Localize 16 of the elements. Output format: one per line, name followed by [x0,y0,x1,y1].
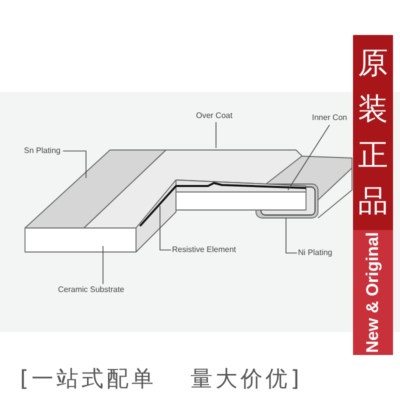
leader-line [286,218,298,254]
part-label: Resistive Element [172,244,236,256]
leader-line [62,150,86,178]
leader-line [102,246,104,284]
part-label: Over Coat [196,110,232,122]
slogan-text: [一站式配单 量大价优] [20,366,302,394]
banner-text: 原装正品 [358,44,388,220]
part-label: Sn Plating [24,145,60,157]
leader-line [288,124,330,190]
leader-line [160,206,172,250]
banner [353,230,393,355]
banner [353,35,393,230]
banner-text: New & Original [363,232,383,353]
part-label: Ni Plating [298,247,332,259]
part-label: Ceramic Substrate [58,284,124,296]
part-label: Inner Con [312,112,348,124]
